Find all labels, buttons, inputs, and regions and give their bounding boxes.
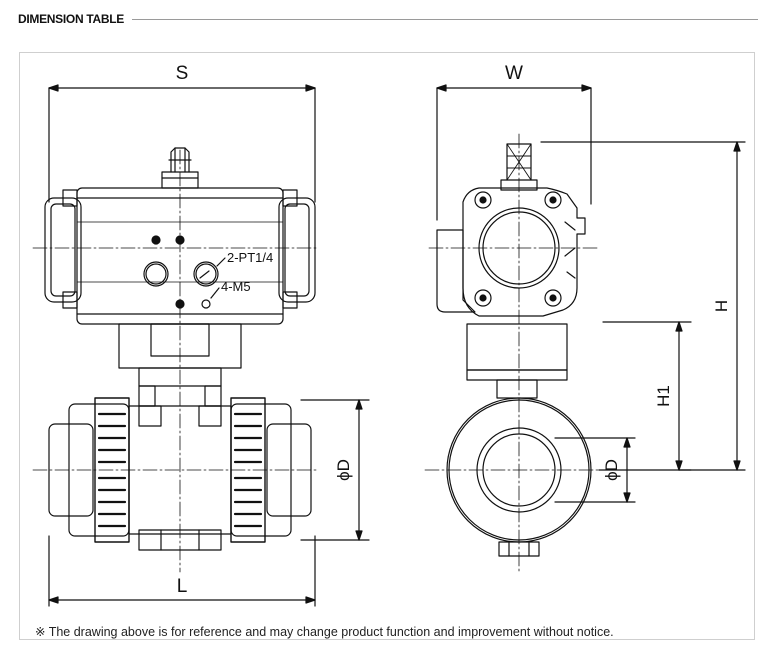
label-d-side: ϕD: [602, 459, 621, 481]
label-screw: 4-M5: [221, 279, 251, 294]
side-view: [424, 84, 746, 575]
dimension-d-front: [300, 399, 370, 541]
dimension-l: [48, 535, 316, 607]
header-divider: [132, 19, 758, 20]
drawing-frame: [19, 52, 755, 640]
front-view: [32, 84, 370, 607]
valve-body-side: [446, 397, 592, 557]
label-d-front: ϕD: [334, 459, 353, 481]
dimension-s: [48, 84, 316, 203]
dimension-h1: [598, 321, 692, 471]
actuator-side: [436, 143, 586, 317]
label-h1: H1: [654, 385, 673, 407]
disclaimer-note: ※ The drawing above is for reference and…: [35, 625, 614, 639]
section-title: DIMENSION TABLE: [18, 12, 124, 26]
valve-body: [48, 397, 312, 551]
dimension-d-side: [554, 437, 636, 503]
label-s: S: [176, 63, 189, 84]
label-port: 2-PT1/4: [227, 250, 273, 265]
label-w: W: [505, 63, 523, 84]
bracket-side: [466, 323, 568, 399]
actuator-body: [44, 147, 316, 325]
dimension-w: [436, 84, 592, 221]
valve-dimension-drawing: S W L 2-PT1/4 4-M5 ϕD ϕD H1 H: [32, 63, 746, 607]
dimension-h: [540, 141, 746, 471]
section-header: DIMENSION TABLE: [18, 10, 758, 30]
label-h: H: [712, 300, 731, 312]
label-l: L: [177, 576, 188, 597]
